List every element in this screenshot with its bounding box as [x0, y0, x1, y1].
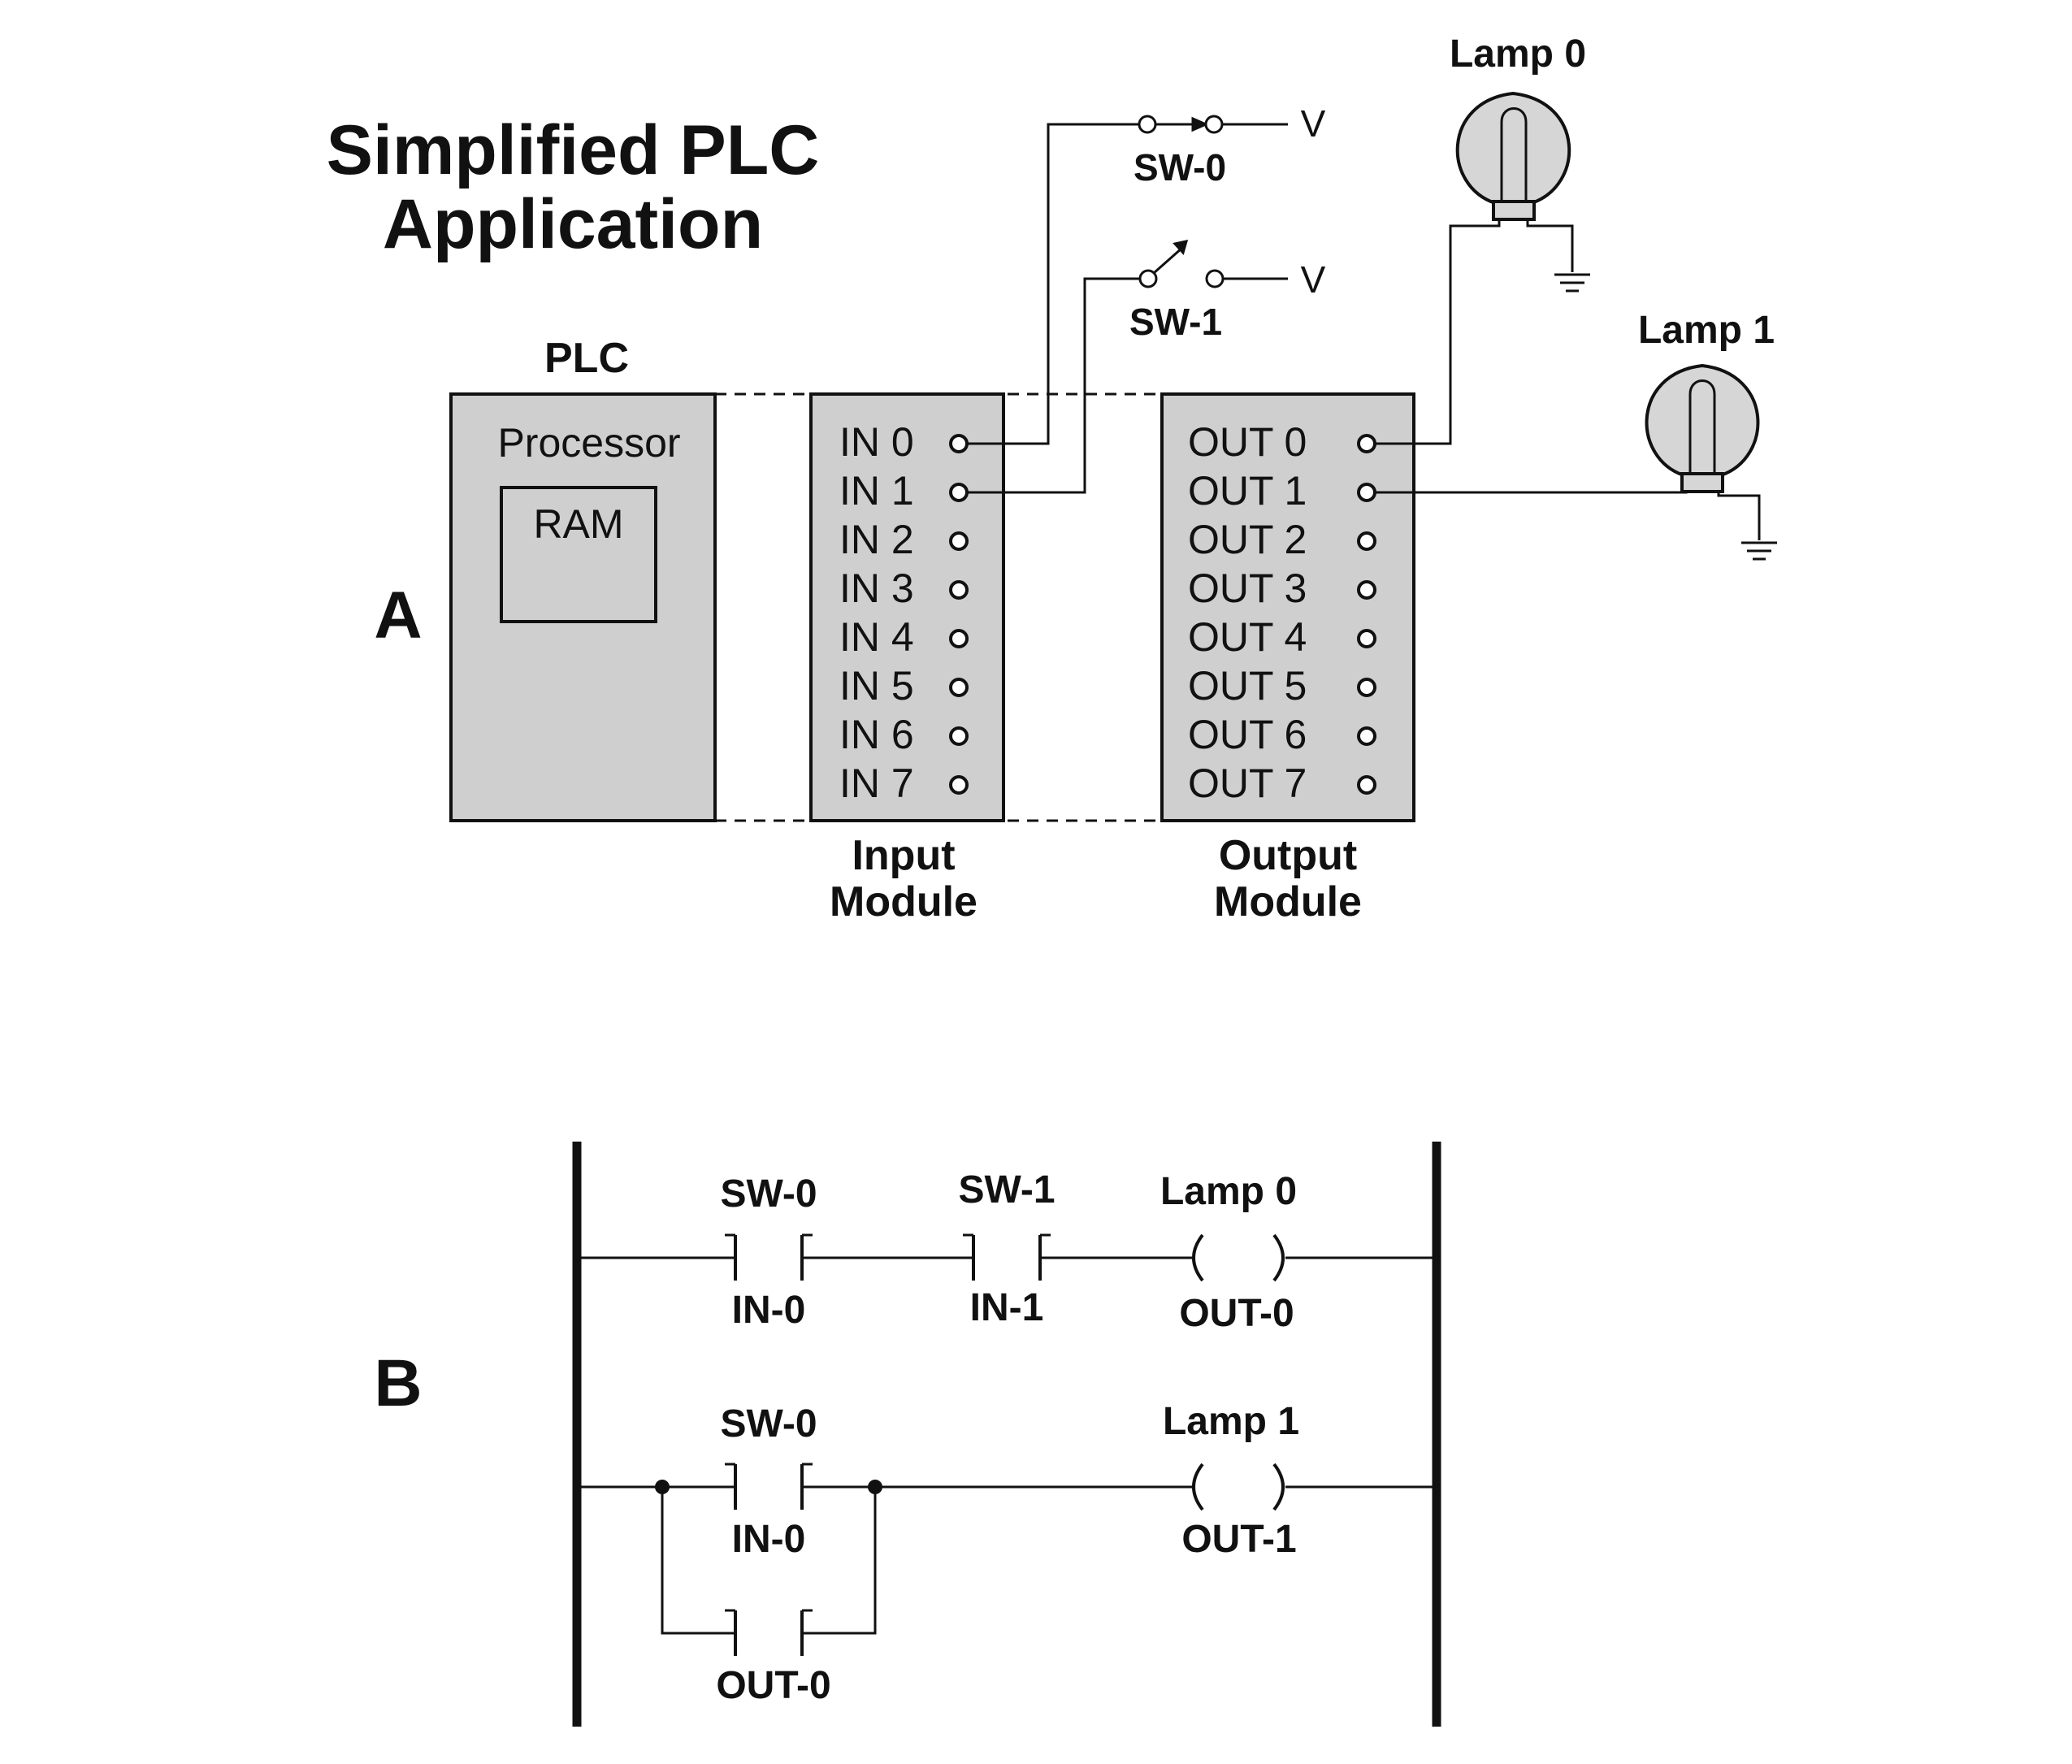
rung2-coil-address: OUT-1 [1181, 1518, 1296, 1561]
wire-lamp0-to-ground [1526, 219, 1574, 272]
input-terminal-label: IN 4 [839, 614, 914, 660]
input-module-caption-line2: Module [830, 878, 977, 925]
input-terminal-screw [949, 580, 969, 600]
output-terminal-screw [1357, 775, 1376, 795]
output-terminals: OUT 0 OUT 1 OUT 2 OUT 3 OUT 4 OUT 5 OUT … [1188, 419, 1376, 806]
output-terminal-screw [1357, 434, 1376, 453]
lamp0-label: Lamp 0 [1450, 33, 1586, 76]
rung2-branch-contact-address: OUT-0 [716, 1664, 830, 1707]
output-terminal-screw [1357, 483, 1376, 502]
title-line1: Simplified PLC [327, 111, 820, 189]
input-terminal-label: IN 0 [839, 419, 914, 465]
sw1-blade [1153, 246, 1183, 275]
lamp1-ground-icon [1741, 541, 1777, 561]
input-terminal-screw [949, 726, 969, 746]
input-terminal-label: IN 2 [839, 517, 914, 562]
rung2-branch-node-right [868, 1480, 882, 1494]
output-terminal-label: OUT 5 [1188, 663, 1307, 709]
output-terminal-screw [1357, 678, 1376, 697]
output-terminal-screw [1357, 531, 1376, 551]
rung-1 [579, 1233, 1434, 1282]
sw1-arrow [1173, 240, 1189, 256]
output-module-caption-line1: Output [1219, 832, 1357, 879]
plc-label: PLC [544, 335, 629, 382]
sw1-supply-label: V [1301, 258, 1326, 301]
input-terminal-label: IN 3 [839, 566, 914, 611]
lamp0-bulb-icon [1455, 91, 1571, 221]
lamp0-ground-icon [1554, 273, 1590, 293]
rung2-contact-address: IN-0 [732, 1518, 806, 1561]
output-module-box [1160, 392, 1415, 822]
input-terminals: IN 0 IN 1 IN 2 IN 3 IN 4 IN 5 IN 6 IN 7 [839, 419, 969, 806]
rung1-contact2-address: IN-1 [970, 1286, 1044, 1329]
lamp1-wiring [1375, 491, 1761, 540]
input-terminal-label: IN 5 [839, 663, 914, 709]
rung-2 [579, 1463, 1434, 1656]
rung2-branch-node-left [655, 1480, 670, 1494]
sw0-arrow [1191, 116, 1209, 132]
sw0-contact-right [1204, 115, 1224, 134]
lamp1-label: Lamp 1 [1638, 309, 1775, 352]
sw0-label: SW-0 [1134, 146, 1226, 189]
output-terminal-screw [1357, 629, 1376, 648]
panel-b-label: B [374, 1346, 422, 1420]
lamp0-wiring [1375, 219, 1574, 445]
rung1-contact1-name: SW-0 [720, 1172, 817, 1216]
input-terminal-screw [949, 775, 969, 795]
wire-in1-to-sw1 [967, 277, 1140, 494]
output-terminal-label: OUT 3 [1188, 566, 1307, 611]
output-terminal-label: OUT 4 [1188, 614, 1307, 660]
output-terminal-screw [1357, 726, 1376, 746]
output-terminal-label: OUT 0 [1188, 419, 1307, 465]
rung1-coil-address: OUT-0 [1179, 1292, 1294, 1335]
ram-box [500, 486, 657, 623]
sw1-contact-right [1205, 269, 1225, 288]
output-terminal-label: OUT 2 [1188, 517, 1307, 562]
wire-out0-to-lamp0 [1375, 219, 1501, 445]
sw0-supply-label: V [1301, 102, 1326, 145]
sw1-contact-left [1138, 269, 1158, 288]
switch-sw1 [967, 240, 1288, 494]
input-terminal-screw [949, 483, 969, 502]
rung2-coil-name: Lamp 1 [1163, 1400, 1299, 1443]
input-terminal-screw [949, 434, 969, 453]
output-module-caption-line2: Module [1214, 878, 1362, 925]
processor-label: Processor [497, 420, 680, 466]
output-terminal-label: OUT 1 [1188, 468, 1307, 514]
rung1-contact1-address: IN-0 [732, 1289, 806, 1332]
input-terminal-screw [949, 629, 969, 648]
ram-label: RAM [533, 501, 623, 547]
input-terminal-screw [949, 531, 969, 551]
input-terminal-screw [949, 678, 969, 697]
switch-sw0 [967, 115, 1288, 445]
rung1-coil-name: Lamp 0 [1160, 1170, 1297, 1213]
wire-lamp1-to-ground [1717, 492, 1761, 540]
sw1-label: SW-1 [1129, 301, 1222, 343]
input-terminal-label: IN 6 [839, 712, 914, 757]
rung1-contact2-name: SW-1 [958, 1168, 1055, 1211]
wire-in0-to-sw0 [967, 123, 1139, 445]
input-terminal-label: IN 1 [839, 468, 914, 514]
output-terminal-screw [1357, 580, 1376, 600]
input-terminal-label: IN 7 [839, 761, 914, 806]
input-module-caption-line1: Input [852, 832, 955, 879]
output-terminal-label: OUT 7 [1188, 761, 1307, 806]
lamp1-bulb-icon [1645, 363, 1760, 493]
input-module-box [809, 392, 1005, 822]
sw0-contact-left [1138, 115, 1157, 134]
panel-a-label: A [374, 579, 422, 652]
title-line2: Application [383, 185, 763, 263]
rung2-contact-name: SW-0 [720, 1402, 817, 1445]
output-terminal-label: OUT 6 [1188, 712, 1307, 757]
